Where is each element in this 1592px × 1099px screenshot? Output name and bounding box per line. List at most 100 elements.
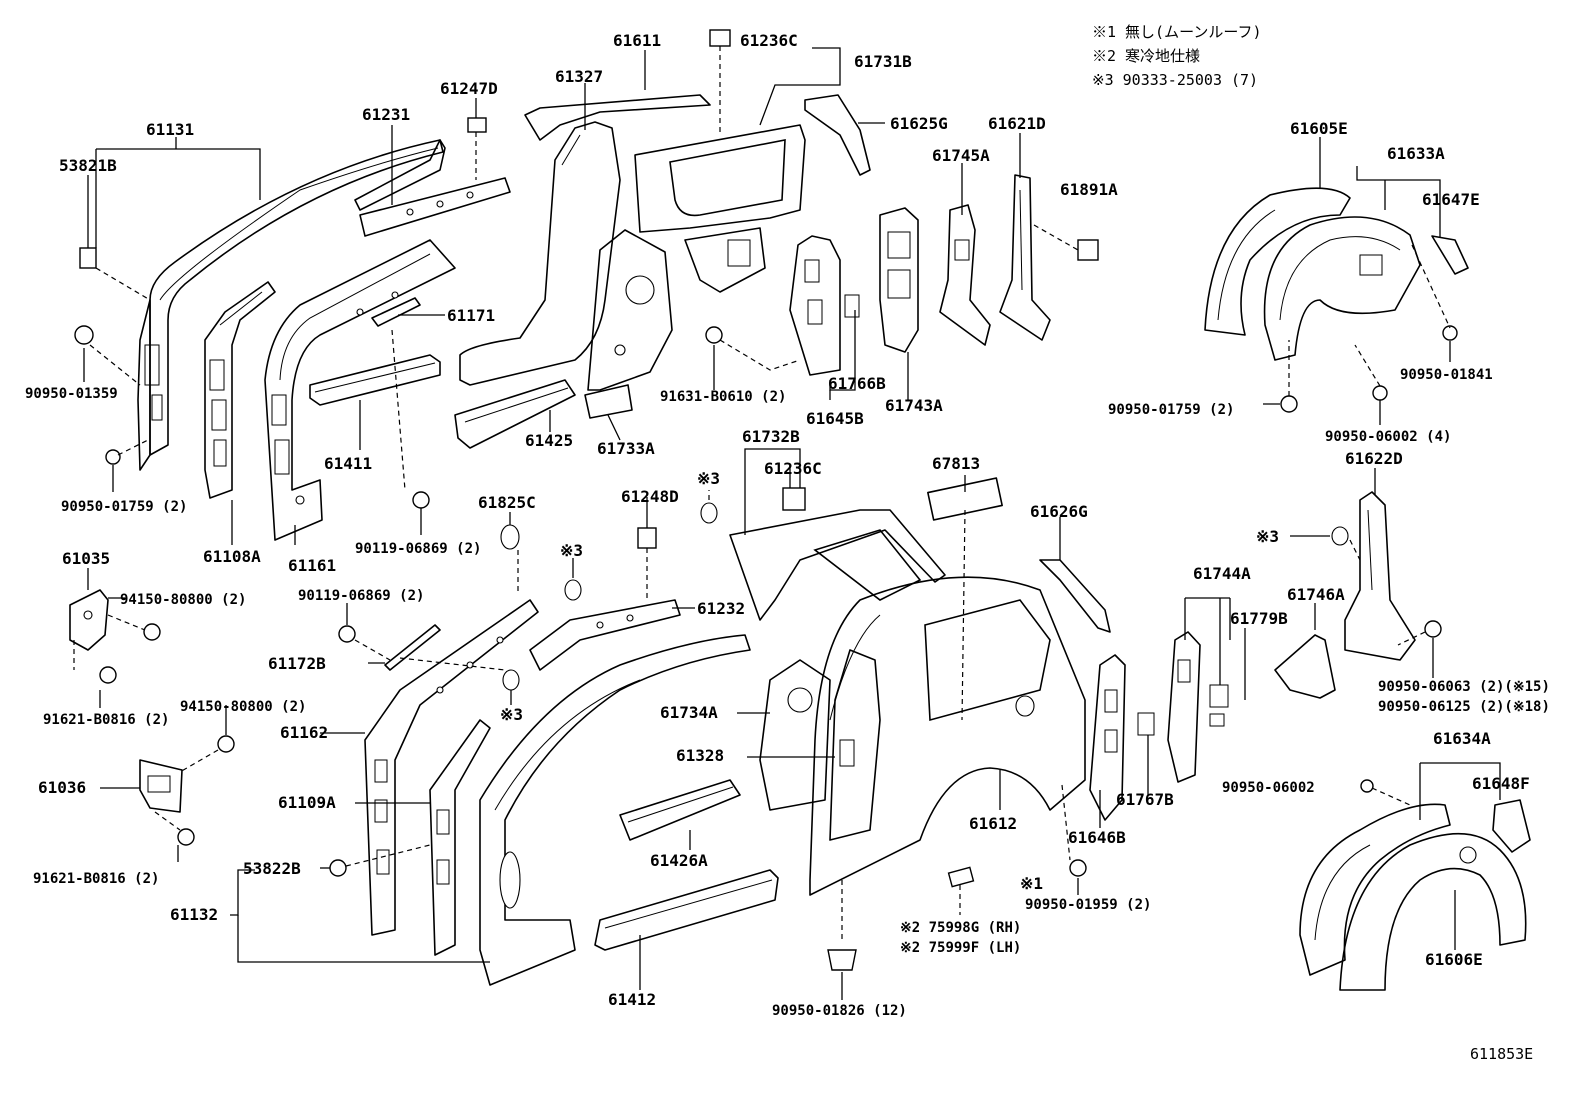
part-61647E xyxy=(1431,235,1469,275)
part-61625G xyxy=(804,94,871,176)
plug-90950-06002 xyxy=(1360,779,1374,793)
label-61647E: 61647E xyxy=(1422,190,1480,209)
label-61236C-mid: 61236C xyxy=(764,459,822,478)
part-61606E-wheel-house-outer xyxy=(1339,832,1527,991)
label-61328: 61328 xyxy=(676,746,725,765)
part-61611-quarter-inner xyxy=(459,94,711,391)
leader-lines xyxy=(73,46,1501,1000)
nut-94150-80800-b xyxy=(217,735,235,753)
label-note1-mark: ※1 xyxy=(1020,874,1044,893)
part-61626G xyxy=(1039,559,1111,633)
part-61232-rail xyxy=(529,599,681,671)
label-67813: 67813 xyxy=(932,454,981,473)
plug-90950-01359 xyxy=(74,325,94,345)
part-61744A xyxy=(1167,631,1229,783)
bolt-90119-06869-b xyxy=(338,625,356,643)
label-61767B: 61767B xyxy=(1116,790,1174,809)
label-94150-80800-b: 94150-80800 (2) xyxy=(180,699,307,715)
label-61412: 61412 xyxy=(608,990,657,1009)
part-61426A xyxy=(619,779,741,841)
label-61108A: 61108A xyxy=(203,547,261,566)
label-61231: 61231 xyxy=(362,105,411,124)
plug-90950-01959 xyxy=(1069,859,1087,877)
label-61626G: 61626G xyxy=(1030,502,1088,521)
bolt-90119-06869 xyxy=(412,491,430,509)
plug-90950-01759-r xyxy=(1280,395,1298,413)
label-note3-a: ※3 xyxy=(560,541,584,560)
clip-61247D xyxy=(467,117,487,133)
clip-75998G xyxy=(947,866,975,888)
label-61172B: 61172B xyxy=(268,654,326,673)
label-61733A: 61733A xyxy=(597,439,655,458)
label-61744A: 61744A xyxy=(1193,564,1251,583)
plug-90950-01826 xyxy=(827,949,857,971)
label-61171: 61171 xyxy=(447,306,496,325)
clip-61248D xyxy=(637,527,657,549)
clip-61236C-mid xyxy=(782,487,806,511)
part-67813-glass xyxy=(927,477,1003,521)
label-90950-01759-r: 90950-01759 (2) xyxy=(1108,402,1235,418)
label-53821B: 53821B xyxy=(59,156,117,175)
part-61036-bracket xyxy=(139,759,183,813)
label-61327: 61327 xyxy=(555,67,604,86)
label-61162: 61162 xyxy=(280,723,329,742)
part-61621D xyxy=(999,174,1051,341)
plug-90950-06063 xyxy=(1424,620,1442,638)
part-61648F xyxy=(1492,799,1531,853)
label-61779B: 61779B xyxy=(1230,609,1288,628)
label-61745A: 61745A xyxy=(932,146,990,165)
figure-code: 611853E xyxy=(1470,1045,1534,1063)
bolt-91621-B0816-b xyxy=(177,828,195,846)
part-61109A-inner-pillar xyxy=(429,719,491,956)
plug-90950-01759 xyxy=(105,449,121,465)
label-61109A: 61109A xyxy=(278,793,336,812)
label-61648F: 61648F xyxy=(1472,774,1530,793)
label-61646B: 61646B xyxy=(1068,828,1126,847)
part-61161-arch xyxy=(264,239,456,541)
label-61825C: 61825C xyxy=(478,493,536,512)
label-61411: 61411 xyxy=(324,454,373,473)
label-61248D: 61248D xyxy=(621,487,679,506)
cap-61825C xyxy=(500,524,520,550)
label-91621-B0816-a: 91621-B0816 (2) xyxy=(43,712,170,728)
label-90950-06002-4: 90950-06002 (4) xyxy=(1325,429,1452,445)
label-61161: 61161 xyxy=(288,556,337,575)
label-90119-06869-b: 90119-06869 (2) xyxy=(298,588,425,604)
part-61172B xyxy=(384,624,441,671)
part-61131-outer-panel xyxy=(137,139,444,471)
part-61645B-pillar xyxy=(789,235,860,376)
part-61646B xyxy=(1089,654,1155,821)
part-61732B-roof-side xyxy=(729,509,946,621)
label-61734A: 61734A xyxy=(660,703,718,722)
part-61733A xyxy=(584,384,633,419)
cap-note3-d xyxy=(1331,526,1349,546)
label-61035: 61035 xyxy=(62,549,111,568)
label-75998G: ※2 75998G (RH) xyxy=(900,920,1022,936)
label-61606E: 61606E xyxy=(1425,950,1483,969)
part-61231-rail xyxy=(354,139,511,237)
part-61746A xyxy=(1274,634,1336,699)
label-90950-01841: 90950-01841 xyxy=(1400,367,1493,383)
legend-note-2: ※2 寒冷地仕様 xyxy=(1092,47,1201,65)
label-61621D: 61621D xyxy=(988,114,1046,133)
cap-note3-c xyxy=(700,502,718,524)
label-90950-06063: 90950-06063 (2)(※15) xyxy=(1378,679,1550,695)
label-90950-06002: 90950-06002 xyxy=(1222,780,1315,796)
part-61425-rocker xyxy=(454,379,576,449)
part-61035-bracket xyxy=(69,589,109,651)
label-61625G: 61625G xyxy=(890,114,948,133)
label-61766B: 61766B xyxy=(828,374,886,393)
label-75999F: ※2 75999F (LH) xyxy=(900,940,1022,956)
nut-94150-80800-a xyxy=(143,623,161,641)
label-61425: 61425 xyxy=(525,431,574,450)
label-61611: 61611 xyxy=(613,31,662,50)
label-91621-B0816-b: 91621-B0816 (2) xyxy=(33,871,160,887)
part-61734A-inner xyxy=(759,659,831,811)
label-61132: 61132 xyxy=(170,905,219,924)
label-61612: 61612 xyxy=(969,814,1018,833)
label-note3-c: ※3 xyxy=(697,469,721,488)
part-61411-rocker xyxy=(309,354,441,406)
part-61745A xyxy=(939,204,991,346)
label-94150-80800-a: 94150-80800 (2) xyxy=(120,592,247,608)
clip-53821B xyxy=(79,247,97,269)
